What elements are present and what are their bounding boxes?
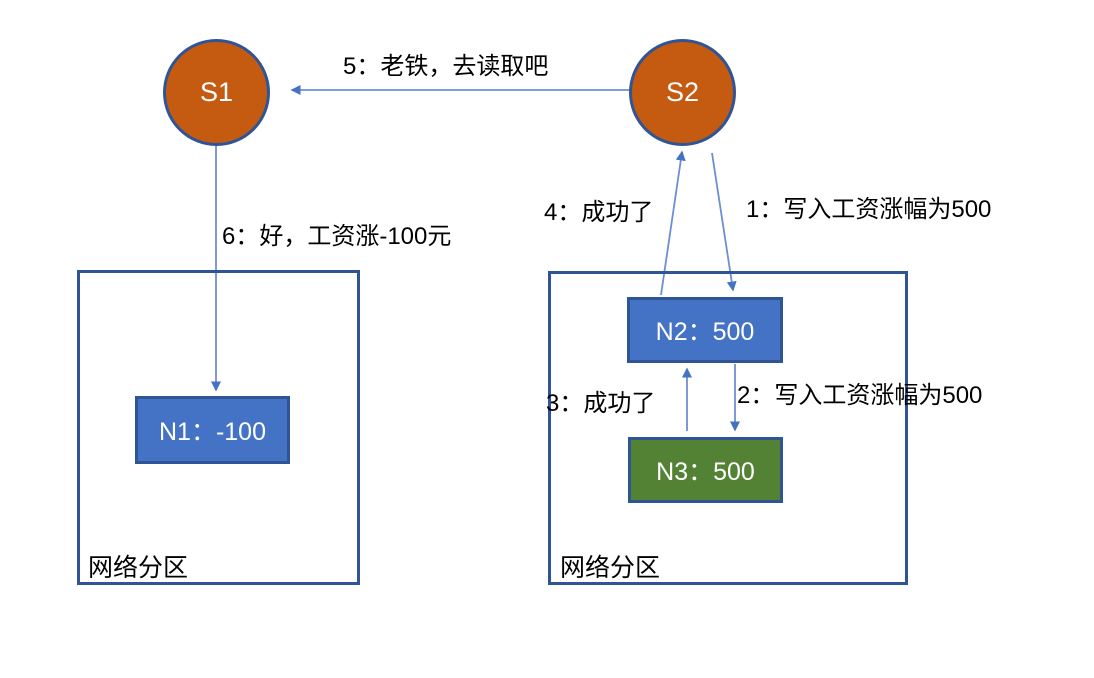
server-s1-circle: S1 xyxy=(163,39,270,146)
node-n2-label: N2：500 xyxy=(655,318,755,346)
message-3-label: 3：成功了 xyxy=(546,390,656,417)
server-s2-label: S2 xyxy=(665,77,700,107)
node-n1: N1：-100 xyxy=(135,396,290,464)
message-2-label: 2：写入工资涨幅为500 xyxy=(737,382,983,409)
server-s2-circle: S2 xyxy=(629,39,736,146)
arrow-1-s2-to-n2 xyxy=(711,152,737,292)
message-1-label: 1：写入工资涨幅为500 xyxy=(746,196,992,223)
node-n3-label: N3：500 xyxy=(656,458,755,486)
message-6-label: 6：好，工资涨-100元 xyxy=(222,223,452,250)
message-5-label: 5：老铁，去读取吧 xyxy=(343,53,549,80)
network-partition-right-label: 网络分区 xyxy=(560,554,661,582)
network-partition-left-box xyxy=(77,270,360,585)
node-n1-label: N1：-100 xyxy=(159,418,266,446)
network-partition-left-label: 网络分区 xyxy=(88,554,189,582)
network-partition-right-box xyxy=(548,271,908,585)
node-n3: N3：500 xyxy=(628,437,783,503)
message-4-label: 4：成功了 xyxy=(544,199,654,226)
server-s1-label: S1 xyxy=(199,77,234,107)
node-n2: N2：500 xyxy=(627,297,783,363)
